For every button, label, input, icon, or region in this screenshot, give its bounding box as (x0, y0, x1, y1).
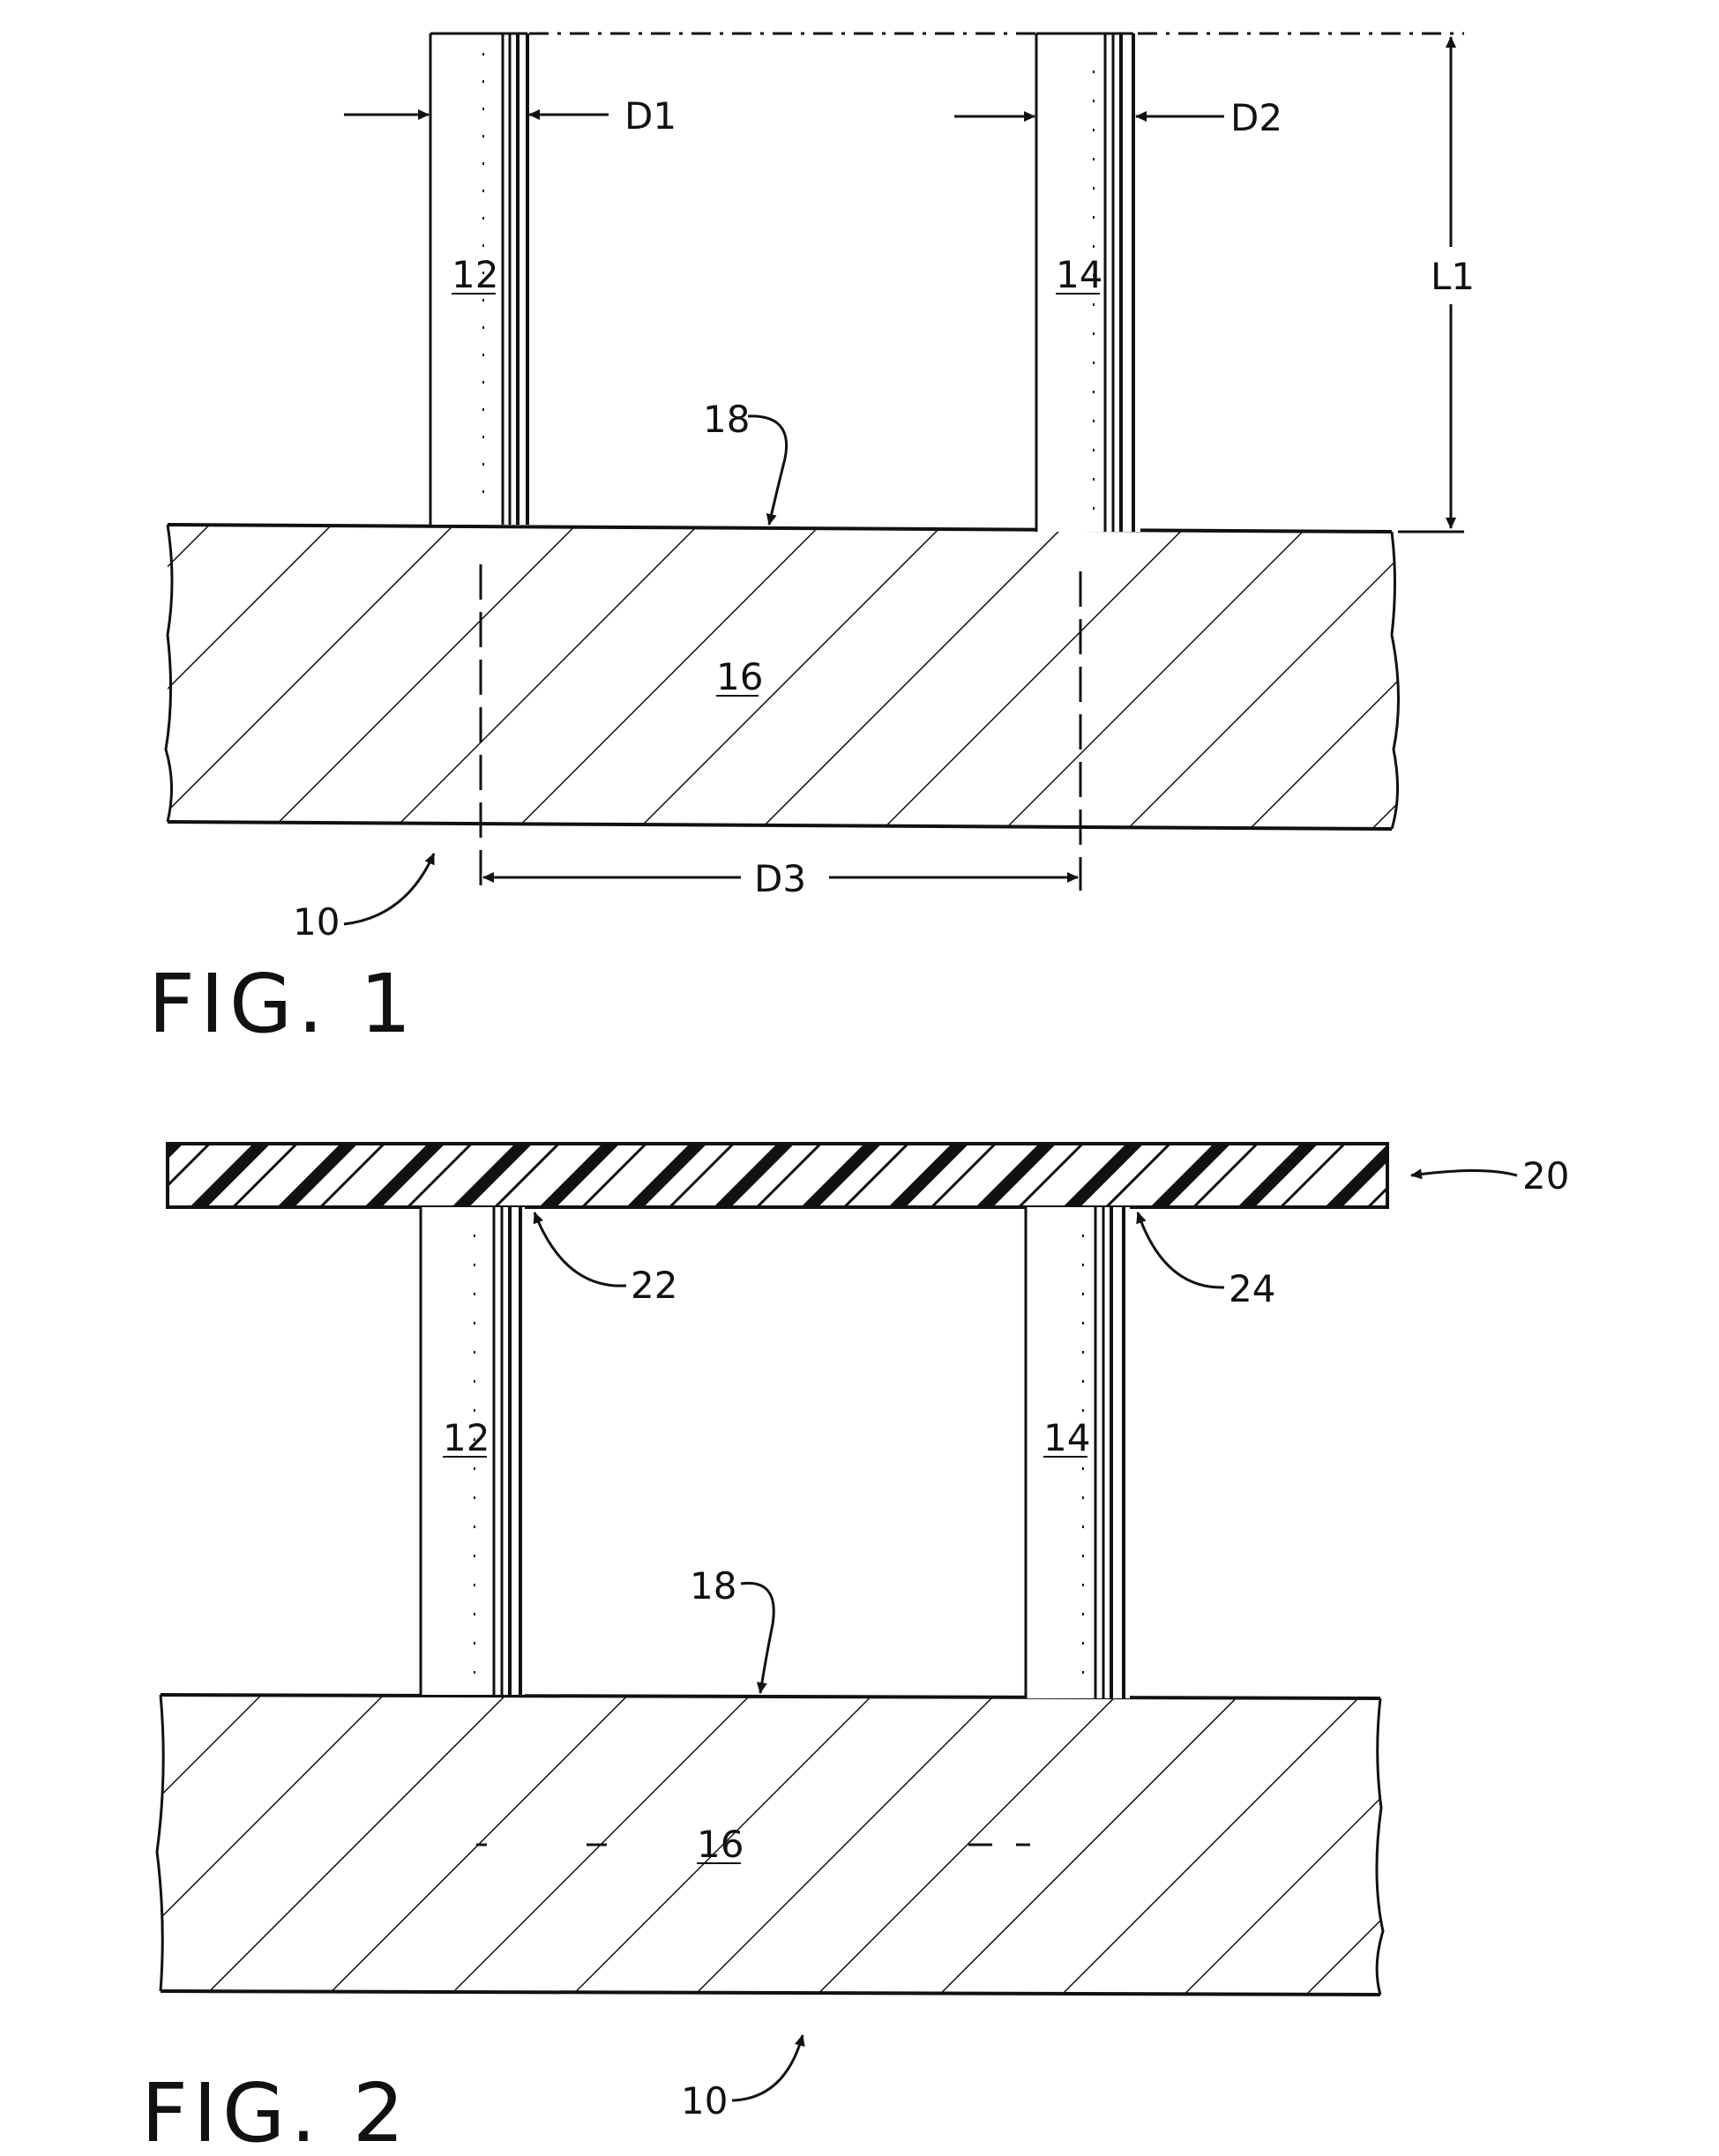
fig2-plate-label: 20 (1522, 1154, 1569, 1197)
fig1-caption: FIG. 1 (148, 957, 416, 1051)
fig1-d3-label: D3 (754, 857, 806, 900)
fig2-plate (168, 1144, 1387, 1207)
fig2-joint-22-label: 22 (631, 1264, 677, 1307)
fig2-substrate (157, 1695, 1383, 1995)
fig1-dim-d3: D3 (483, 857, 1078, 900)
fig2-assembly-label: 10 (681, 2079, 728, 2122)
fig1-d1-label: D1 (624, 94, 676, 138)
figure-2: 20 2 (141, 1144, 1569, 2156)
fig2-plate-leader (1411, 1171, 1517, 1176)
fig1-dim-l1: L1 (1431, 37, 1475, 528)
fig2-assembly-leader (732, 2035, 803, 2100)
fig2-joint-24-label: 24 (1229, 1267, 1275, 1310)
fig2-post-12-label: 12 (443, 1416, 490, 1459)
fig1-surface-leader (748, 416, 787, 525)
fig1-substrate-label: 16 (716, 655, 763, 698)
fig1-post-12-label: 12 (452, 253, 498, 296)
fig2-surface-label: 18 (690, 1564, 736, 1608)
fig2-joint-22-leader (534, 1212, 626, 1286)
fig2-substrate-label: 16 (697, 1823, 744, 1866)
fig1-assembly-leader (344, 854, 434, 924)
fig1-d2-label: D2 (1230, 96, 1282, 139)
fig2-joint-24-leader (1138, 1212, 1224, 1287)
fig2-post-14-label: 14 (1043, 1416, 1090, 1459)
fig2-caption: FIG. 2 (141, 2066, 409, 2156)
figure-1: D1 D2 L1 D3 12 14 16 18 10 (148, 34, 1475, 1051)
fig1-surface-label: 18 (703, 398, 750, 441)
fig2-surface-leader (741, 1583, 774, 1693)
fig1-l1-label: L1 (1431, 255, 1475, 298)
fig1-assembly-label: 10 (293, 900, 340, 944)
fig1-substrate (166, 525, 1399, 829)
fig1-post-14-label: 14 (1056, 253, 1102, 296)
